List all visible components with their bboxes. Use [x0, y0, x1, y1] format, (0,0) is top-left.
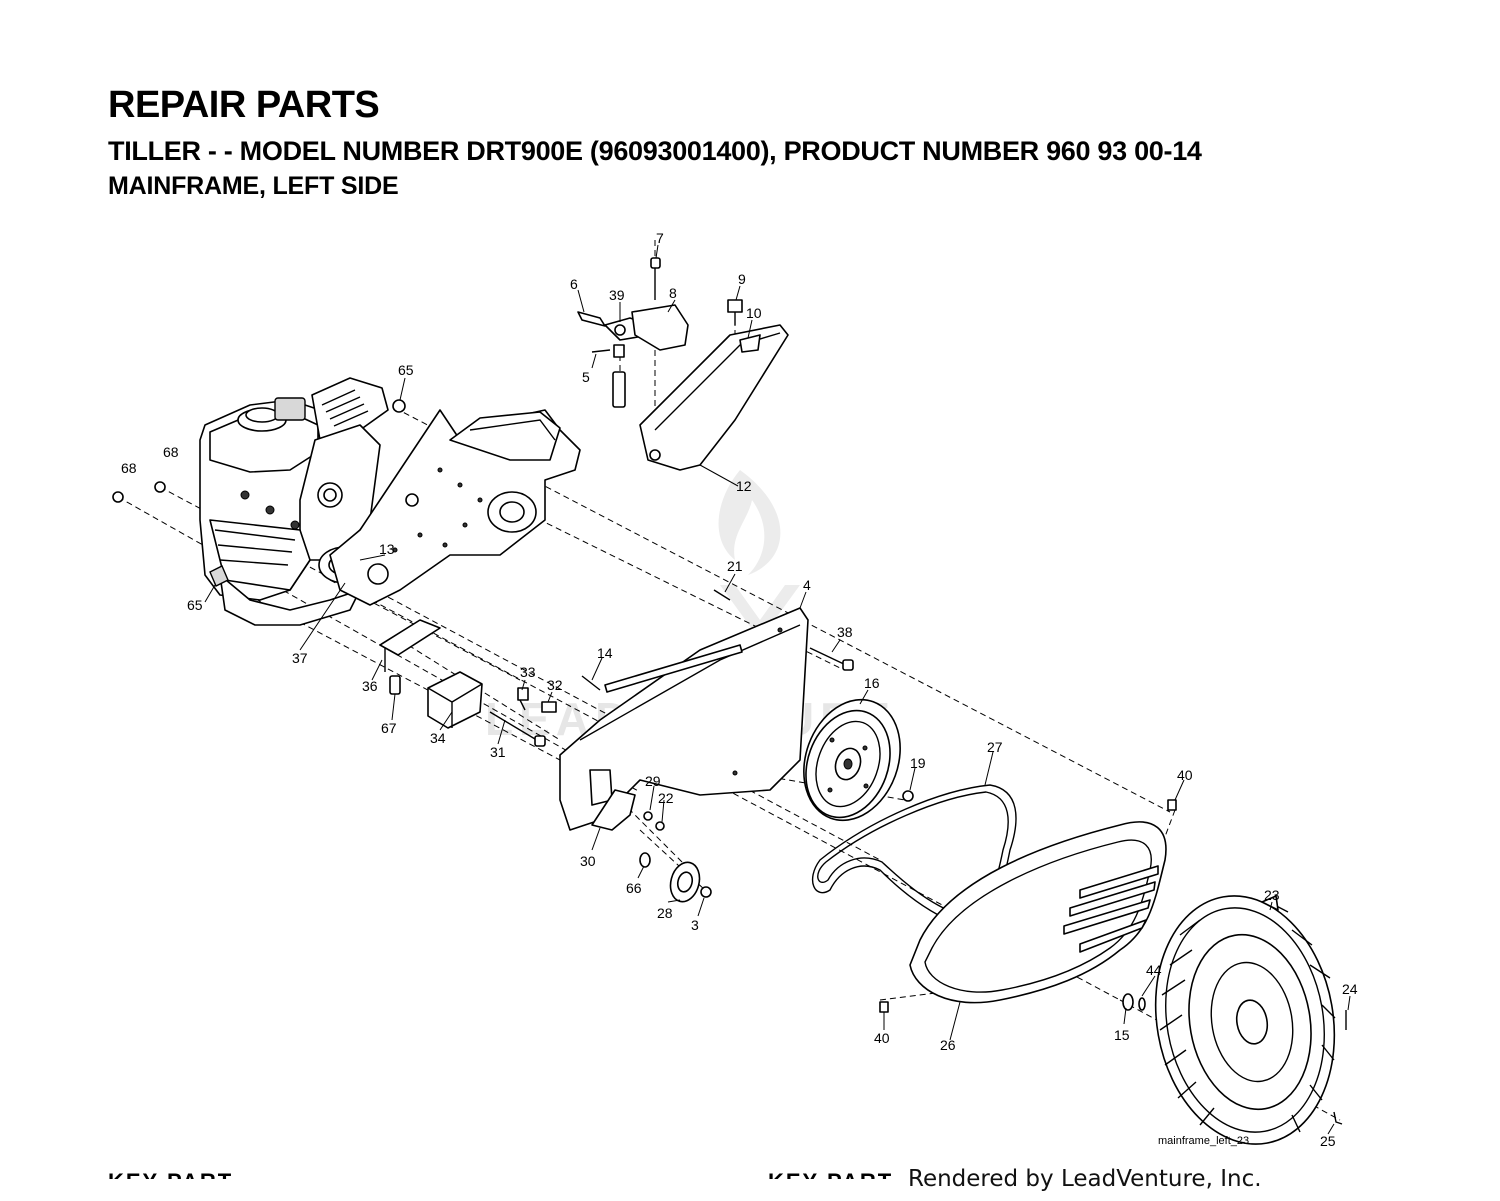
- callout-40-bottom: 40: [874, 1030, 890, 1046]
- parts-list-key-header-right: KEY PART: [768, 1167, 893, 1179]
- callout-23: 23: [1264, 887, 1280, 903]
- figure-id: mainframe_left_23: [1158, 1135, 1249, 1147]
- idler-bracket-30: [591, 789, 636, 831]
- belt-guard-plate-4: [559, 607, 809, 831]
- washers-15-44: [1122, 993, 1146, 1011]
- pin-14: [581, 675, 601, 691]
- callout-68-left: 68: [121, 460, 137, 476]
- callout-24: 24: [1342, 981, 1358, 997]
- callout-36: 36: [362, 678, 378, 694]
- callout-21: 21: [727, 558, 743, 574]
- callout-25: 25: [1320, 1133, 1336, 1149]
- parts-list-key-header-left: KEY PART: [108, 1167, 233, 1179]
- page-title: REPAIR PARTS: [108, 84, 380, 126]
- callout-15: 15: [1114, 1027, 1130, 1043]
- bolt-32-33: [517, 687, 557, 713]
- clip-25: [1333, 1111, 1343, 1125]
- nuts-68-65: [112, 399, 406, 587]
- callout-8: 8: [669, 285, 677, 301]
- callout-28: 28: [657, 905, 673, 921]
- callout-22: 22: [658, 790, 674, 806]
- side-shield-12: [639, 299, 789, 471]
- callout-3: 3: [691, 917, 699, 933]
- callout-31: 31: [490, 744, 506, 760]
- part-34: [427, 671, 483, 729]
- callout-68-right: 68: [163, 444, 179, 460]
- callout-4: 4: [803, 577, 811, 593]
- callout-5: 5: [582, 369, 590, 385]
- bolts-29-22: [643, 811, 665, 831]
- callout-32: 32: [547, 677, 563, 693]
- callout-29: 29: [645, 773, 661, 789]
- wheel-tire-23: [1154, 895, 1336, 1145]
- callout-38: 38: [837, 624, 853, 640]
- nut-3: [700, 886, 712, 898]
- rendered-by-credit: Rendered by LeadVenture, Inc.: [908, 1166, 1262, 1192]
- callout-65-bottom: 65: [187, 597, 203, 613]
- callout-37: 37: [292, 650, 308, 666]
- callout-14: 14: [597, 645, 613, 661]
- callout-6: 6: [570, 276, 578, 292]
- callout-66: 66: [626, 880, 642, 896]
- washer-66: [639, 852, 651, 868]
- callout-67: 67: [381, 720, 397, 736]
- model-subtitle: TILLER - - MODEL NUMBER DRT900E (9609300…: [108, 136, 1202, 166]
- callout-33: 33: [520, 664, 536, 680]
- idler-pulley-28: [669, 861, 701, 903]
- depth-stake-assembly: [577, 257, 689, 408]
- callout-10: 10: [746, 305, 762, 321]
- engine-assembly: [199, 377, 389, 626]
- pin-21: [713, 589, 731, 601]
- belt-cover-26: [909, 821, 1167, 1004]
- callout-40-top: 40: [1177, 767, 1193, 783]
- callout-16: 16: [864, 675, 880, 691]
- callout-7: 7: [656, 230, 664, 246]
- callout-labels: 7 6 39 8 9 10 5 65 68 68 12 13 21 4 65 3…: [121, 230, 1358, 1149]
- bolt-38: [809, 647, 854, 671]
- callout-34: 34: [430, 730, 446, 746]
- callout-19: 19: [910, 755, 926, 771]
- callout-44: 44: [1146, 962, 1162, 978]
- callout-9: 9: [738, 271, 746, 287]
- bracket-36: [379, 619, 441, 695]
- nut-19: [902, 790, 914, 802]
- callout-30: 30: [580, 853, 596, 869]
- callout-27: 27: [987, 739, 1003, 755]
- leader-lines: [204, 244, 1351, 1135]
- section-title: MAINFRAME, LEFT SIDE: [108, 172, 399, 200]
- callout-12: 12: [736, 478, 752, 494]
- callout-26: 26: [940, 1037, 956, 1053]
- callout-13: 13: [379, 541, 395, 557]
- callout-39: 39: [609, 287, 625, 303]
- mainframe-left-side: [329, 409, 581, 606]
- bolt-31: [489, 711, 546, 747]
- callout-65-top: 65: [398, 362, 414, 378]
- pulley-16: [803, 698, 901, 822]
